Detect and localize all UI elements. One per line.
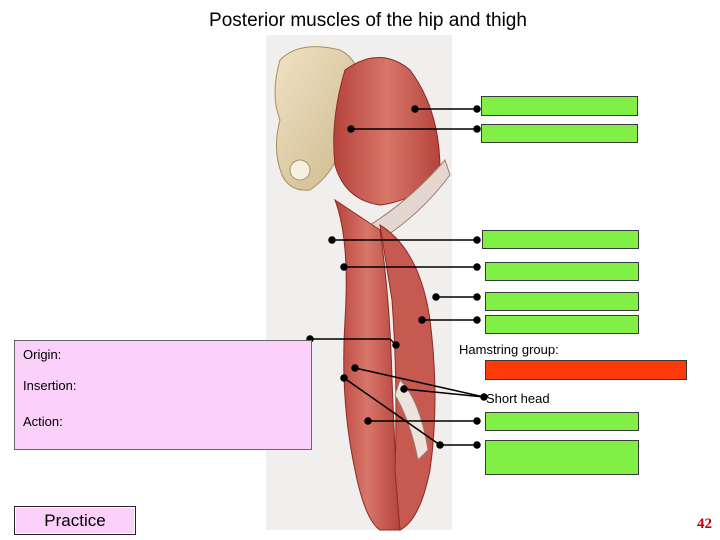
practice-button[interactable]: Practice <box>14 506 136 535</box>
origin-label: Origin: <box>23 347 61 362</box>
label-box-1[interactable] <box>481 96 638 116</box>
page-number: 42 <box>697 516 712 533</box>
action-label: Action: <box>23 414 63 429</box>
label-box-4[interactable] <box>485 262 639 281</box>
label-box-5[interactable] <box>485 292 639 311</box>
muscle-info-box: Origin: Insertion: Action: <box>14 340 312 450</box>
label-box-8[interactable] <box>485 440 639 475</box>
label-box-6[interactable] <box>485 315 639 334</box>
label-box-3[interactable] <box>482 230 639 249</box>
short-head-label: Short head <box>486 391 550 406</box>
label-box-highlighted[interactable] <box>485 360 687 380</box>
label-box-7[interactable] <box>485 412 639 431</box>
insertion-label: Insertion: <box>23 378 76 393</box>
obturator-opening <box>290 160 310 180</box>
label-box-2[interactable] <box>481 124 638 143</box>
hamstring-group-label: Hamstring group: <box>459 342 559 357</box>
